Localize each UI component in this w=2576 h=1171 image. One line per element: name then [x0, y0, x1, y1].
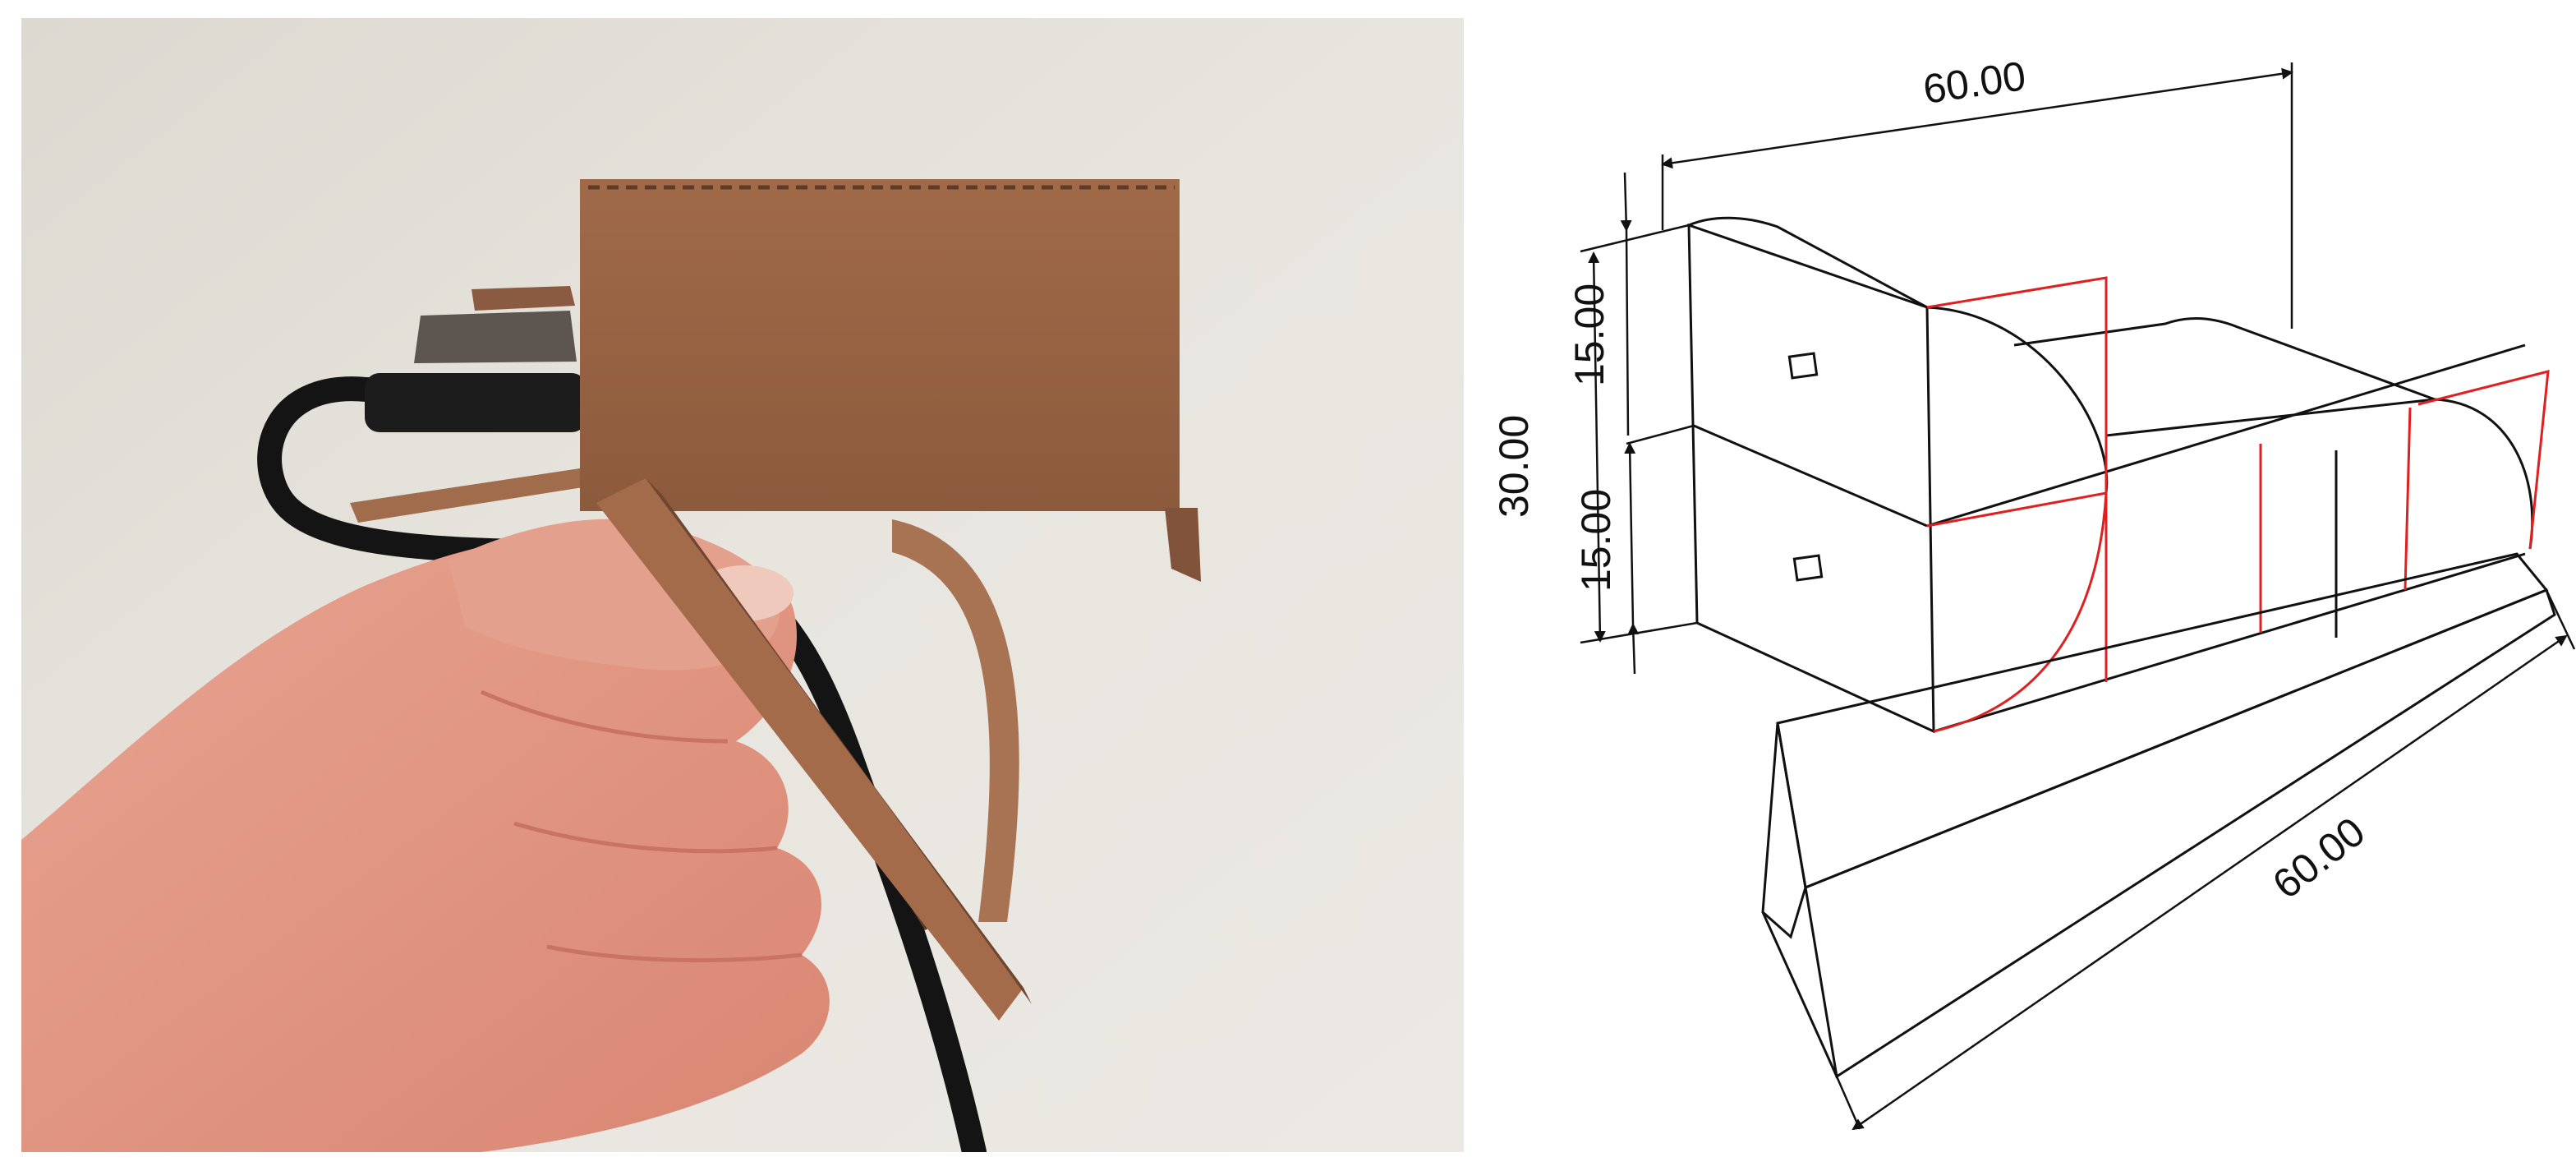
box-rear-curve — [2434, 398, 2534, 550]
cut-line-rear — [2417, 370, 2550, 550]
box-front-bottom — [1933, 552, 2526, 733]
dim-upper-ext — [1626, 424, 1695, 445]
cut-line-rear-vertical — [2404, 407, 2412, 591]
dim-lower — [1624, 442, 1636, 625]
box-top-face — [1688, 216, 1928, 309]
cut-lines — [1926, 276, 2550, 733]
dimension-lines — [1580, 62, 2576, 1131]
box-end-face — [1687, 223, 1935, 734]
dim-top-arrowline — [1661, 67, 2293, 169]
cardboard-box-front — [580, 179, 1180, 511]
box-body-lines — [1687, 216, 2534, 734]
dim-top-width-label: 60.00 — [1920, 53, 2029, 113]
dim-left-total — [1588, 251, 1606, 643]
box-mid-line — [1693, 424, 1928, 528]
hand-crease-2 — [513, 821, 778, 854]
base-plate-edge — [1761, 911, 1838, 1077]
dim-base-arrowline — [1852, 634, 2568, 1131]
base-plate-front — [1804, 588, 2556, 1079]
prototype-photo — [21, 18, 1464, 1152]
cut-line-front-curve — [1933, 492, 2108, 733]
cardboard-curved-strip — [892, 519, 1019, 922]
hand — [21, 537, 830, 1152]
cut-line-front-top — [1926, 276, 2108, 493]
vent-slot-upper — [1787, 352, 1819, 380]
isometric-technical-drawing-icon: 60.00 30.00 15.00 15.00 60.00 — [1491, 53, 2576, 1131]
base-plate — [1761, 552, 2556, 1079]
cable-plug — [365, 373, 586, 432]
base-plate-top — [1776, 552, 2549, 890]
cardboard-strip-left — [350, 468, 588, 523]
cardboard-tab-metal — [414, 311, 577, 363]
dim-upper — [1620, 172, 1632, 232]
cardboard-box-prototype-photo-icon — [21, 18, 1464, 1152]
cardboard-box-flap — [1165, 508, 1201, 582]
dim-left-ext-bottom — [1580, 621, 1698, 644]
dim-total-height-label: 30.00 — [1491, 415, 1537, 518]
box-middle-edge — [1926, 343, 2526, 528]
base-plate-side — [1761, 722, 1807, 939]
cardboard-tab-held — [596, 478, 1024, 1021]
dim-base-ext-top — [2545, 589, 2576, 650]
box-rear-top — [2013, 317, 2436, 401]
hand-crease-3 — [546, 944, 803, 963]
hand-crease — [480, 689, 729, 744]
cut-line-mid — [1926, 491, 2107, 528]
technical-drawing: 60.00 30.00 15.00 15.00 60.00 — [1465, 0, 2576, 1171]
cardboard-tab-top — [472, 286, 575, 311]
dim-upper-height-label: 15.00 — [1566, 284, 1612, 386]
vent-slot-lower — [1792, 554, 1824, 582]
dim-lower-tail — [1627, 623, 1640, 675]
dim-lower-height-label: 15.00 — [1573, 489, 1619, 592]
dim-base-length-label: 60.00 — [2264, 809, 2373, 908]
dim-base-ext-bottom — [1835, 1076, 1861, 1130]
dim-left-ext-top — [1580, 224, 1690, 253]
box-rear-step — [2105, 398, 2436, 437]
dim-upper-inner — [1625, 229, 1630, 436]
